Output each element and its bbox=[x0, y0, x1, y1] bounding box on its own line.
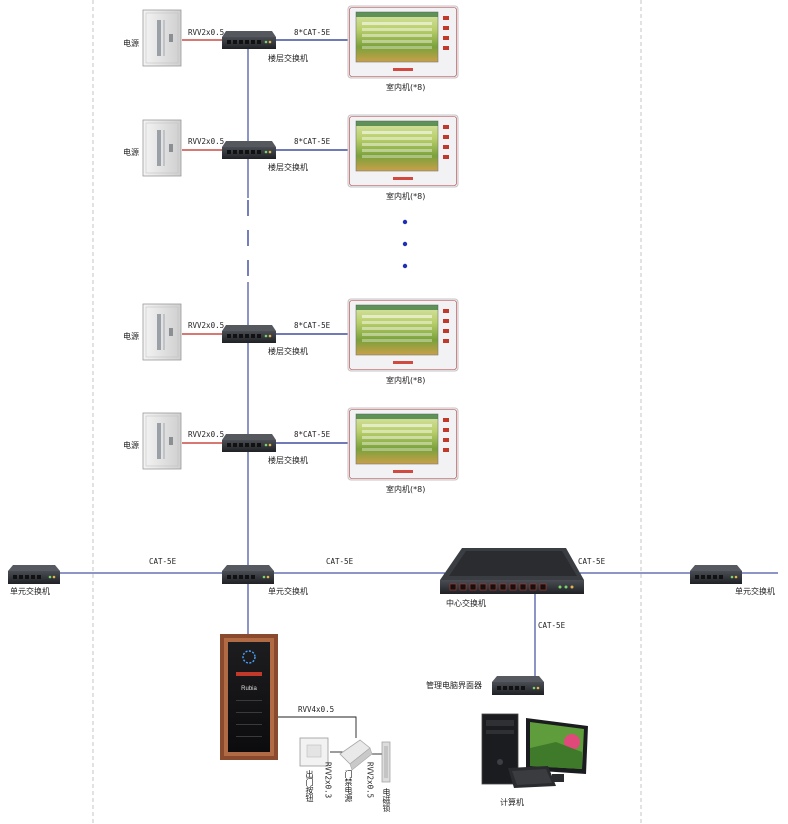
floor-switch-1 bbox=[222, 31, 276, 49]
magnetic-lock-device bbox=[381, 741, 391, 783]
computer-label: 计算机 bbox=[500, 798, 524, 807]
floor-switch-2 bbox=[222, 141, 276, 159]
mgmt-interface-device bbox=[492, 676, 544, 695]
door-lock-power-label: 门禁电源 bbox=[344, 770, 353, 802]
ellipsis-dot-3 bbox=[402, 263, 408, 269]
power-supply-2 bbox=[142, 119, 182, 177]
ellipsis-dot-1 bbox=[402, 219, 408, 225]
unit-switch-right bbox=[690, 565, 742, 584]
indoor-unit-4 bbox=[347, 407, 459, 481]
link-cable-label-2: 8*CAT-5E bbox=[294, 137, 331, 146]
exit-button-label: 出门按钮 bbox=[305, 770, 314, 802]
power-cable-label-1: RVV2x0.5 bbox=[188, 28, 225, 37]
mgmt-interface-label: 管理电脑界面器 bbox=[426, 681, 482, 690]
floor-switch-label-1: 楼层交换机 bbox=[268, 54, 308, 63]
power-label-4: 电源 bbox=[123, 441, 139, 450]
mgmt-cable-label: CAT-5E bbox=[538, 621, 566, 630]
magnet-lock-label: 电磁锁 bbox=[382, 788, 391, 812]
link-cable-label-1: 8*CAT-5E bbox=[294, 28, 331, 37]
power-label-3: 电源 bbox=[123, 332, 139, 341]
computer-device bbox=[481, 713, 588, 788]
exit-button-device bbox=[299, 737, 329, 767]
bus-cable-label-mid: CAT-5E bbox=[326, 557, 354, 566]
unit-switch-center bbox=[222, 565, 274, 584]
bus-cable-label-left: CAT-5E bbox=[149, 557, 177, 566]
indoor-unit-3 bbox=[347, 298, 459, 372]
floor-switch-4 bbox=[222, 434, 276, 452]
unit-switch-label-right: 单元交换机 bbox=[735, 587, 775, 596]
center-switch-label: 中心交换机 bbox=[446, 599, 486, 608]
power-cable-label-2: RVV2x0.5 bbox=[188, 137, 225, 146]
power-label-1: 电源 bbox=[123, 39, 139, 48]
floor-switch-label-2: 楼层交换机 bbox=[268, 163, 308, 172]
bus-cable-label-right: CAT-5E bbox=[578, 557, 606, 566]
floor-switch-label-3: 楼层交换机 bbox=[268, 347, 308, 356]
magnet-cable-label-right: RVV2x0.5 bbox=[365, 762, 375, 799]
floor-switch-3 bbox=[222, 325, 276, 343]
door-station bbox=[220, 634, 278, 760]
indoor-unit-label-3: 室内机(*8) bbox=[386, 376, 426, 385]
lock-cable-label: RVV4x0.5 bbox=[298, 705, 335, 714]
indoor-unit-label-4: 室内机(*8) bbox=[386, 485, 426, 494]
link-cable-label-4: 8*CAT-5E bbox=[294, 430, 331, 439]
link-cable-label-3: 8*CAT-5E bbox=[294, 321, 331, 330]
magnet-cable-label-left: RVV2x0.3 bbox=[323, 762, 333, 799]
door-lock-power-device bbox=[339, 739, 373, 771]
indoor-unit-1 bbox=[347, 5, 459, 79]
power-supply-4 bbox=[142, 412, 182, 470]
power-cable-label-4: RVV2x0.5 bbox=[188, 430, 225, 439]
floor-switch-label-4: 楼层交换机 bbox=[268, 456, 308, 465]
power-supply-3 bbox=[142, 303, 182, 361]
center-switch bbox=[440, 548, 584, 594]
power-label-2: 电源 bbox=[123, 148, 139, 157]
power-cable-label-3: RVV2x0.5 bbox=[188, 321, 225, 330]
indoor-unit-label-1: 室内机(*8) bbox=[386, 83, 426, 92]
unit-switch-label-center: 单元交换机 bbox=[268, 587, 308, 596]
indoor-unit-2 bbox=[347, 114, 459, 188]
unit-switch-label-left: 单元交换机 bbox=[10, 587, 50, 596]
indoor-unit-label-2: 室内机(*8) bbox=[386, 192, 426, 201]
door-station-brand: Rubia bbox=[241, 686, 257, 692]
power-supply-1 bbox=[142, 9, 182, 67]
ellipsis-dot-2 bbox=[402, 241, 408, 247]
unit-switch-left bbox=[8, 565, 60, 584]
lock-wire-line bbox=[278, 716, 357, 738]
